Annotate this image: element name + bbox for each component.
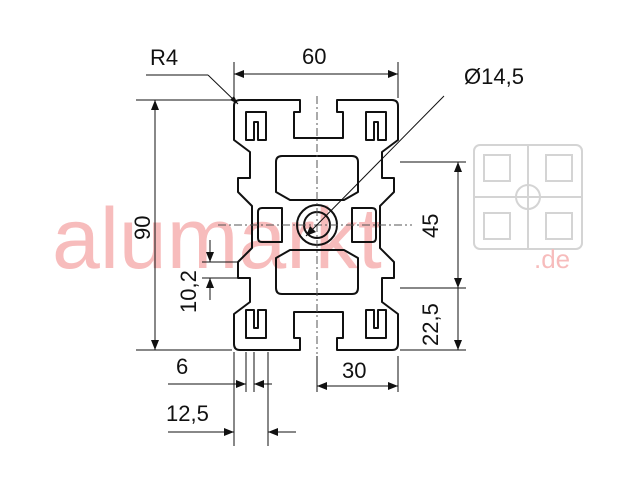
dim-width-label: 60 (302, 44, 326, 69)
dim-slot-6-label: 6 (176, 354, 188, 379)
dim-height-label: 90 (130, 216, 155, 240)
arrowheads (151, 70, 462, 436)
dim-radius-label: R4 (150, 45, 178, 70)
dim-45-label: 45 (418, 214, 443, 238)
dim-12-5-label: 12,5 (166, 401, 209, 426)
dim-diameter-label: Ø14,5 (464, 64, 524, 89)
dim-22-5-label: 22,5 (418, 303, 443, 346)
dim-slot-10-2-label: 10,2 (176, 270, 201, 313)
watermark-tld: .de (534, 244, 570, 274)
dimension-lines (136, 62, 466, 446)
dim-30-label: 30 (342, 358, 366, 383)
watermark-logo (473, 144, 583, 250)
